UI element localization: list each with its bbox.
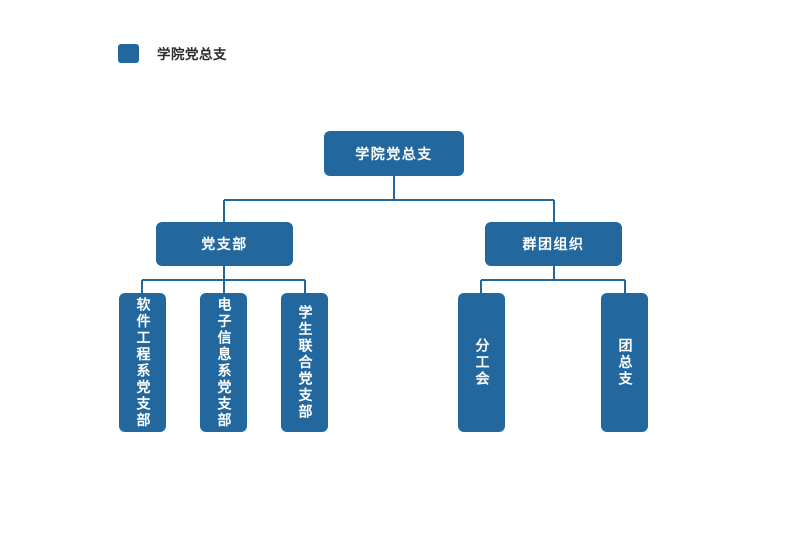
org-node-root[interactable]: 学院党总支	[324, 131, 464, 176]
org-node-student-joint-party-branch[interactable]: 学生联合党支部	[281, 293, 328, 432]
org-node-branch-union[interactable]: 分工会	[458, 293, 505, 432]
chart-legend: 学院党总支	[118, 43, 227, 63]
org-node-software-engineering-party-branch[interactable]: 软件工程系党支部	[119, 293, 166, 432]
org-node-electronic-information-party-branch[interactable]: 电子信息系党支部	[200, 293, 247, 432]
legend-color-swatch-icon	[118, 43, 139, 63]
org-node-youth-league-branch[interactable]: 团总支	[601, 293, 648, 432]
org-node-party-branch[interactable]: 党支部	[156, 222, 293, 266]
org-node-mass-org[interactable]: 群团组织	[485, 222, 622, 266]
legend-label: 学院党总支	[157, 47, 227, 63]
